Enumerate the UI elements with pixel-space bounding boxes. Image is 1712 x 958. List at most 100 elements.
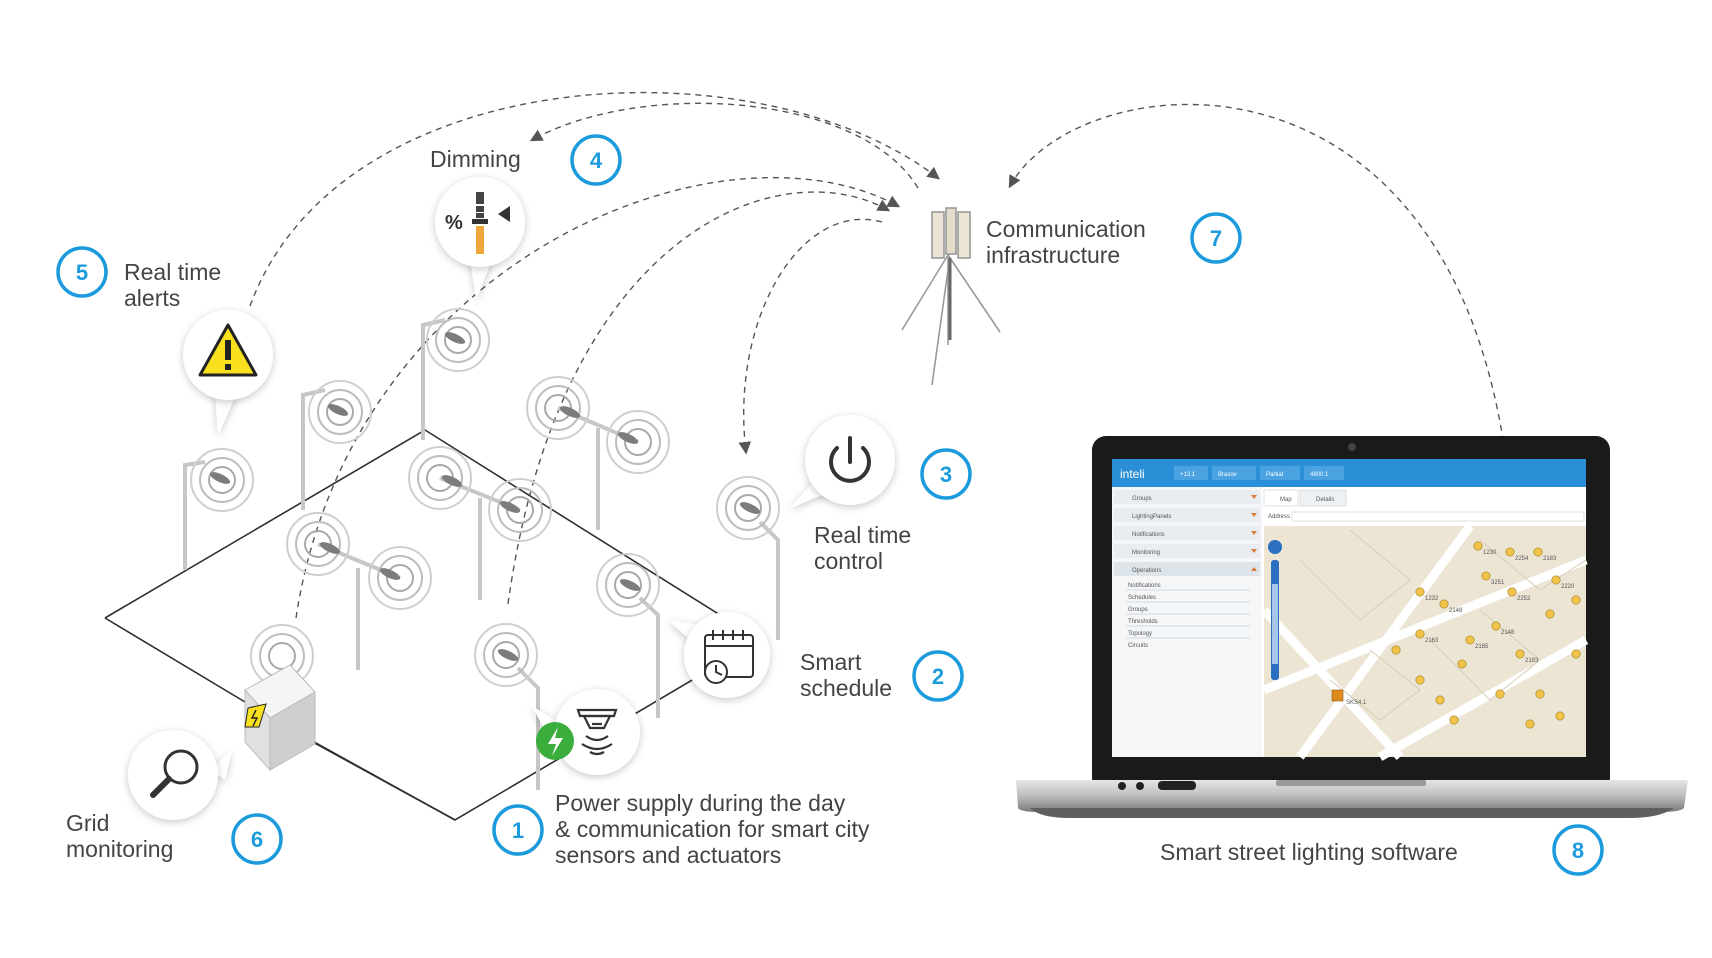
map-lamp-marker[interactable] bbox=[1495, 689, 1505, 699]
dimmer-slider-icon: % bbox=[445, 192, 510, 254]
badge-5: 5 bbox=[56, 246, 108, 298]
menu-item[interactable]: Groups bbox=[1132, 496, 1152, 502]
label-grid-line2: monitoring bbox=[66, 836, 173, 862]
arc-tower-to-dimming bbox=[529, 102, 919, 189]
map-zoom-control[interactable] bbox=[1268, 540, 1282, 680]
map-lamp-marker[interactable] bbox=[1473, 541, 1483, 551]
label-comm-line1: Communication bbox=[986, 216, 1146, 242]
menu-item[interactable]: LightingPanels bbox=[1132, 514, 1171, 520]
label-schedule-line2: schedule bbox=[800, 675, 892, 701]
map-lamp-marker[interactable] bbox=[1415, 629, 1425, 639]
tab-map[interactable]: Map bbox=[1280, 497, 1292, 503]
submenu-item[interactable]: Notifications bbox=[1128, 583, 1161, 589]
map-marker-label: 2163 bbox=[1425, 638, 1439, 644]
screen-submenu: Notifications Schedules Groups Threshold… bbox=[1126, 583, 1250, 649]
map-lamp-marker[interactable] bbox=[1555, 711, 1565, 721]
menu-item[interactable]: Operations bbox=[1132, 568, 1161, 574]
map-lamp-marker[interactable] bbox=[1515, 649, 1525, 659]
map-lamp-marker[interactable] bbox=[1551, 575, 1561, 585]
label-power-line3: sensors and actuators bbox=[555, 842, 781, 868]
street-lamp-double bbox=[285, 511, 433, 670]
map-lamp-marker[interactable] bbox=[1525, 719, 1535, 729]
label-power-line2: & communication for smart city bbox=[555, 816, 870, 842]
lightning-icon bbox=[536, 722, 574, 760]
map-marker-label: 2185 bbox=[1475, 644, 1489, 650]
badge-8: 8 bbox=[1552, 824, 1604, 876]
map-lamp-marker[interactable] bbox=[1465, 635, 1475, 645]
map-marker-label: 2183 bbox=[1525, 658, 1539, 664]
label-comm-line2: infrastructure bbox=[986, 242, 1120, 268]
map-marker-label: 1230 bbox=[1483, 550, 1497, 556]
map-lamp-marker[interactable] bbox=[1457, 659, 1467, 669]
toolbar-item[interactable]: Partial bbox=[1266, 472, 1283, 478]
map-lamp-marker[interactable] bbox=[1571, 595, 1581, 605]
submenu-item[interactable]: Circuits bbox=[1128, 643, 1148, 649]
dimming-bubble: % bbox=[435, 177, 525, 300]
electrical-cabinet-icon bbox=[244, 664, 316, 772]
street-lamp-double bbox=[525, 375, 671, 530]
software-screen: inteli +12.1 Brasov Partial 4800.1 Group… bbox=[1112, 459, 1589, 761]
toolbar-item[interactable]: +12.1 bbox=[1180, 472, 1196, 478]
labels: Dimming Real time alerts Communication i… bbox=[66, 146, 1458, 868]
label-schedule-line1: Smart bbox=[800, 649, 862, 675]
map-lamp-marker[interactable] bbox=[1391, 645, 1401, 655]
map-marker-label: 2148 bbox=[1501, 630, 1515, 636]
map-lamp-marker[interactable] bbox=[1535, 689, 1545, 699]
toolbar-item[interactable]: Brasov bbox=[1218, 472, 1237, 478]
map-marker-label: 3251 bbox=[1491, 580, 1505, 586]
alerts-bubble bbox=[183, 310, 273, 436]
badge-2: 2 bbox=[912, 650, 964, 702]
magnifier-icon bbox=[150, 749, 199, 798]
map-lamp-marker[interactable] bbox=[1545, 609, 1555, 619]
map-lamp-marker[interactable] bbox=[1439, 599, 1449, 609]
map-lamp-marker[interactable] bbox=[1415, 675, 1425, 685]
calendar-clock-icon bbox=[704, 630, 754, 684]
label-control-line2: control bbox=[814, 548, 883, 574]
sensor-bubble bbox=[532, 689, 640, 775]
map-lamp-marker[interactable] bbox=[1505, 547, 1515, 557]
address-input[interactable] bbox=[1291, 511, 1585, 522]
schedule-bubble bbox=[668, 612, 770, 698]
map-lamp-marker[interactable] bbox=[1491, 621, 1501, 631]
svg-text:6: 6 bbox=[251, 827, 263, 852]
grid-bubble bbox=[128, 730, 232, 820]
street-lamp bbox=[301, 379, 373, 510]
panel-marker[interactable]: SKS4.1 bbox=[1331, 689, 1367, 706]
menu-item[interactable]: Notifications bbox=[1132, 532, 1165, 538]
svg-text:3: 3 bbox=[940, 462, 952, 487]
submenu-item[interactable]: Groups bbox=[1128, 607, 1148, 613]
street-lamp bbox=[595, 552, 661, 718]
warning-triangle-icon bbox=[198, 323, 258, 377]
submenu-item[interactable]: Thresholds bbox=[1128, 619, 1158, 625]
map-lamp-marker[interactable] bbox=[1507, 587, 1517, 597]
map-lamp-marker[interactable] bbox=[1449, 715, 1459, 725]
toolbar-item[interactable]: 4800.1 bbox=[1310, 472, 1329, 478]
street-lamp bbox=[421, 307, 491, 440]
map-marker-label: 2220 bbox=[1561, 584, 1575, 590]
submenu-item[interactable]: Schedules bbox=[1128, 595, 1156, 601]
map-lamp-marker[interactable] bbox=[1533, 547, 1543, 557]
map-lamp-marker[interactable] bbox=[1571, 649, 1581, 659]
arc-tower-to-laptop bbox=[1008, 103, 1518, 523]
submenu-item[interactable]: Topology bbox=[1128, 631, 1152, 637]
svg-text:2: 2 bbox=[932, 664, 944, 689]
map-marker-label: 2254 bbox=[1515, 556, 1529, 562]
street-lamp bbox=[183, 447, 255, 570]
arc-lamp-to-tower-a bbox=[295, 176, 901, 619]
arc-alerts-to-tower bbox=[249, 92, 940, 307]
svg-text:7: 7 bbox=[1210, 226, 1222, 251]
svg-text:1: 1 bbox=[512, 818, 524, 843]
map-lamp-marker[interactable] bbox=[1435, 695, 1445, 705]
screen-tabs: Map Details bbox=[1263, 489, 1347, 507]
map-lamp-marker[interactable] bbox=[1481, 571, 1491, 581]
map-lamp-marker[interactable] bbox=[1415, 587, 1425, 597]
street-lamp-double bbox=[407, 445, 553, 600]
menu-item[interactable]: Monitoring bbox=[1132, 550, 1160, 556]
label-software: Smart street lighting software bbox=[1160, 839, 1458, 865]
tab-details[interactable]: Details bbox=[1316, 497, 1334, 503]
map-marker-label: 2148 bbox=[1449, 608, 1463, 614]
motion-sensor-icon bbox=[576, 708, 618, 756]
